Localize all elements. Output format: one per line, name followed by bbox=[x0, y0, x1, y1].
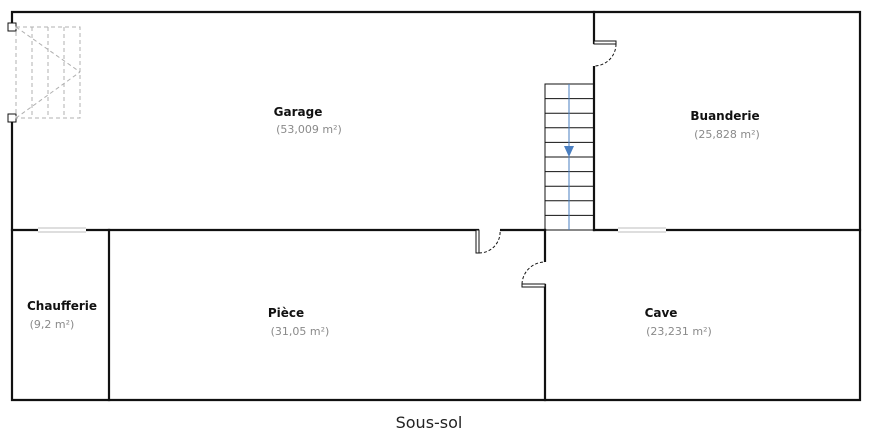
garage-door-hinge-top bbox=[7, 22, 17, 32]
exterior-wall bbox=[10, 10, 862, 402]
room-labels: Garage (53,009 m²) Buanderie (25,828 m²)… bbox=[27, 105, 760, 338]
garage-door-hinge-bottom bbox=[7, 113, 17, 123]
openings bbox=[38, 227, 666, 233]
room-area-chaufferie: (9,2 m²) bbox=[30, 318, 75, 331]
room-area-cave: (23,231 m²) bbox=[646, 325, 712, 338]
stair-arrow-icon bbox=[564, 146, 574, 157]
room-name-garage: Garage bbox=[274, 105, 323, 119]
room-name-chaufferie: Chaufferie bbox=[27, 299, 97, 313]
room-area-piece: (31,05 m²) bbox=[271, 325, 330, 338]
room-name-piece: Pièce bbox=[268, 306, 304, 320]
room-name-cave: Cave bbox=[645, 306, 678, 320]
room-area-garage: (53,009 m²) bbox=[276, 123, 342, 136]
staircase bbox=[544, 83, 595, 231]
doors bbox=[475, 40, 617, 288]
walls bbox=[10, 10, 862, 402]
door-garage-buanderie bbox=[593, 40, 617, 67]
garage-door bbox=[7, 22, 81, 123]
room-area-buanderie: (25,828 m²) bbox=[694, 128, 760, 141]
door-piece-cave bbox=[521, 261, 546, 288]
door-garage-piece bbox=[475, 229, 501, 254]
floor-title: Sous-sol bbox=[396, 413, 463, 432]
room-name-buanderie: Buanderie bbox=[690, 109, 759, 123]
